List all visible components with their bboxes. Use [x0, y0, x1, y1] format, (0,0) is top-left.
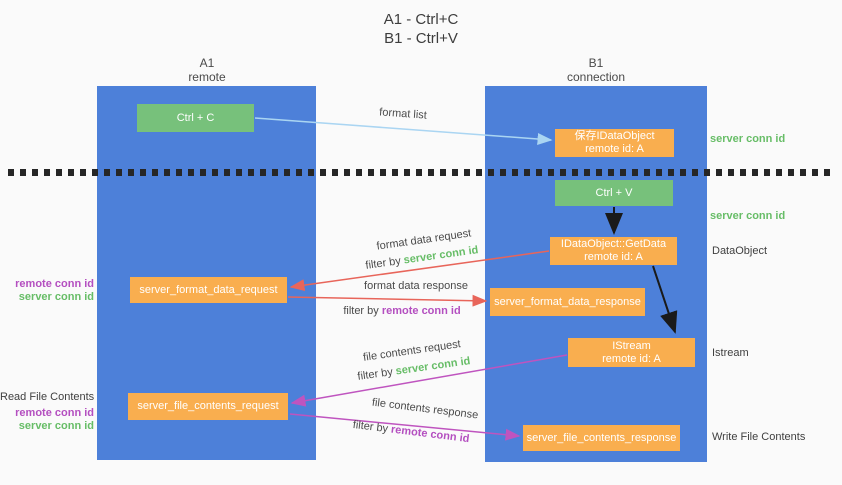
filter-key-remote-conn-id: remote conn id — [390, 423, 471, 446]
node-istream-line2: remote id: A — [602, 352, 661, 365]
arrow-format-data-response — [287, 294, 488, 307]
annot-server-conn-id-3: server conn id — [18, 291, 94, 303]
node-istream-line1: IStream — [612, 339, 651, 352]
node-file-response-label: server_file_contents_response — [526, 431, 677, 444]
node-server-format-data-response: server_format_data_response — [490, 288, 645, 316]
filter-prefix: filter by — [364, 254, 405, 272]
node-file-request-label: server_file_contents_request — [137, 400, 279, 412]
node-ctrl-v: Ctrl + V — [555, 180, 673, 206]
lane-a1-name: A1 — [199, 56, 215, 70]
node-getdata-line2: remote id: A — [584, 251, 643, 263]
filter-prefix: filter by — [352, 418, 392, 436]
node-ctrl-c: Ctrl + C — [137, 104, 254, 132]
lane-a1-subtitle: remote — [188, 70, 226, 84]
annot-dataobject: DataObject — [712, 245, 768, 257]
label-file-contents-response-filter: filter by remote conn id — [347, 418, 476, 447]
title-line-2: B1 - Ctrl+V — [384, 30, 458, 47]
node-format-response-label: server_format_data_response — [494, 295, 641, 308]
node-istream: IStream remote id: A — [568, 338, 695, 367]
filter-prefix: filter by — [343, 305, 382, 317]
node-server-file-contents-request: server_file_contents_request — [128, 393, 288, 420]
annot-server-conn-id-4: server conn id — [18, 420, 94, 432]
node-server-file-contents-response: server_file_contents_response — [523, 425, 680, 451]
node-ctrl-c-label: Ctrl + C — [176, 111, 215, 124]
node-save-dataobject: 保存IDataObject remote id: A — [555, 129, 674, 157]
filter-prefix: filter by — [356, 365, 397, 383]
annot-read-file-contents: Read File Contents — [0, 391, 95, 403]
annot-remote-conn-id-1: remote conn id — [15, 278, 94, 290]
lane-b1-subtitle: connection — [566, 70, 626, 84]
annot-istream: Istream — [712, 347, 749, 359]
label-file-contents-response: file contents response — [371, 396, 479, 422]
label-format-data-response: format data response — [364, 280, 468, 292]
annot-write-file-contents: Write File Contents — [712, 431, 806, 443]
lane-header-a1: A1 remote — [137, 56, 277, 84]
node-format-request-label: server_format_data_request — [139, 283, 278, 296]
filter-key-remote-conn-id: remote conn id — [381, 305, 461, 317]
annot-remote-conn-id-2: remote conn id — [15, 407, 94, 419]
title-line-1: A1 - Ctrl+C — [383, 11, 459, 28]
node-ctrl-v-label: Ctrl + V — [595, 186, 633, 199]
node-server-format-data-request: server_format_data_request — [130, 277, 287, 303]
session-separator-dotted-line — [8, 169, 834, 176]
label-format-list: format list — [378, 106, 428, 122]
lane-b1-name: B1 — [588, 56, 604, 70]
node-idataobject-getdata: IDataObject::GetData remote id: A — [550, 237, 677, 265]
node-save-dataobject-line1: 保存IDataObject — [574, 130, 655, 142]
lane-header-b1: B1 connection — [526, 56, 666, 84]
diagram-title: A1 - Ctrl+C B1 - Ctrl+V — [0, 10, 842, 48]
label-format-data-response-filter: filter by remote conn id — [338, 305, 466, 318]
node-getdata-line1: IDataObject::GetData — [560, 238, 667, 250]
annot-server-conn-id-2: server conn id — [710, 210, 786, 222]
node-save-dataobject-line2: remote id: A — [585, 143, 644, 155]
annot-server-conn-id-1: server conn id — [710, 133, 786, 145]
